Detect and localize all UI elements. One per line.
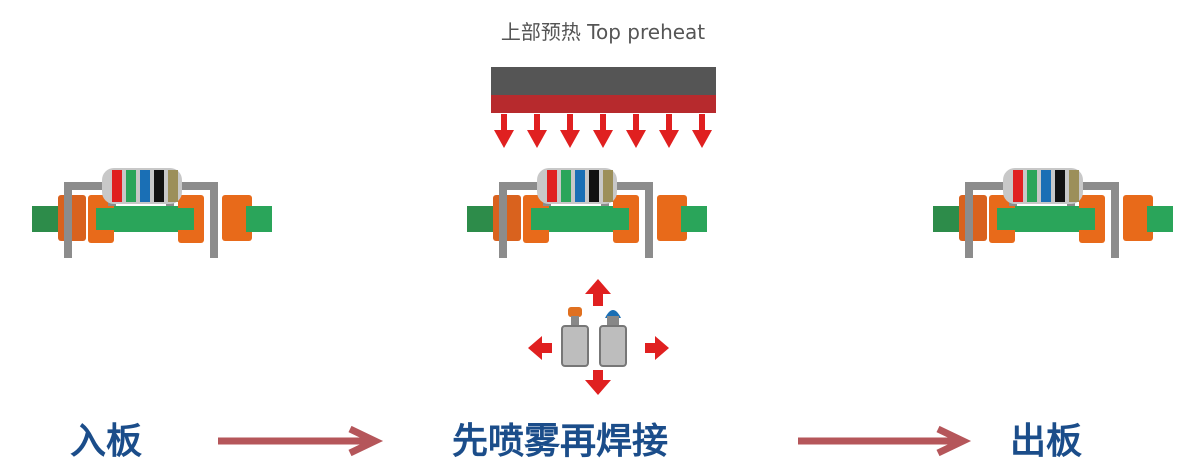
assembly-spray-solder: [467, 168, 707, 258]
arrow-step2-to-step3: [798, 425, 972, 457]
step-board-out-label: 出板: [1010, 421, 1083, 462]
assembly-board-out: [933, 168, 1173, 258]
assembly-board-in: [32, 168, 272, 258]
step-board-in-label: 入板: [70, 421, 143, 462]
top-preheater: [491, 67, 716, 148]
arrow-step1-to-step2: [218, 425, 384, 457]
preheat-label: 上部预热 Top preheat: [500, 20, 706, 44]
step-spray-solder-label: 先喷雾再焊接: [452, 421, 669, 462]
nozzle-unit-icon: [528, 279, 669, 395]
